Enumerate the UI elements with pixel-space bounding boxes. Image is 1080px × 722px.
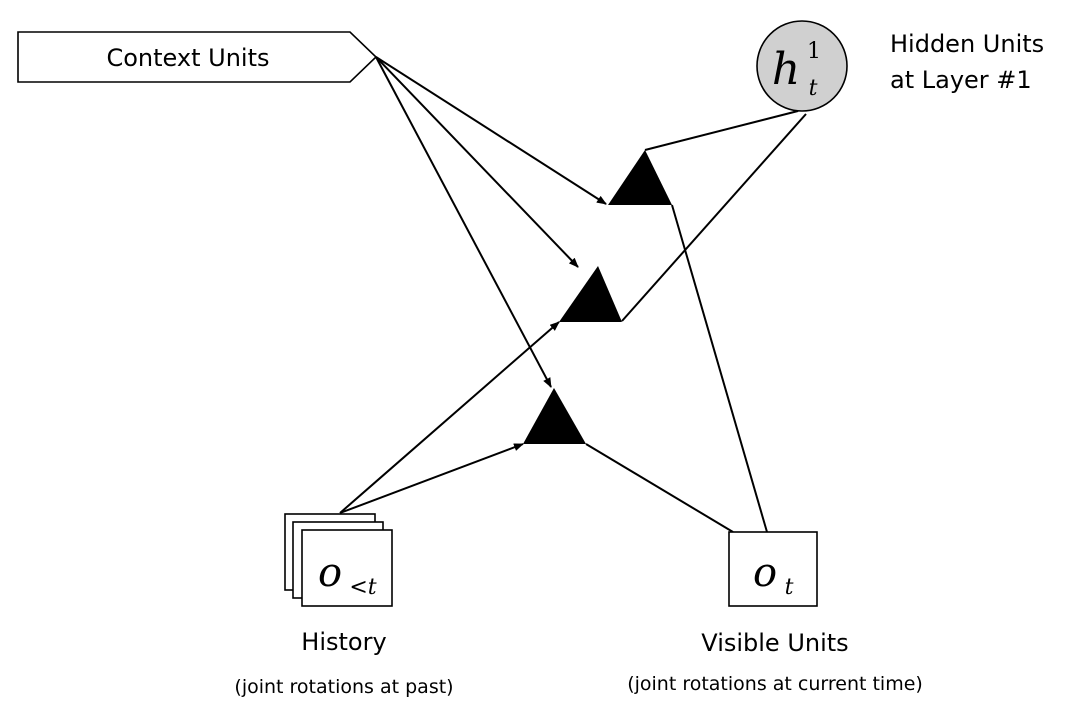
hidden-unit-node: h 1 t	[756, 20, 848, 112]
history-to-factor-middle-arrow	[339, 321, 560, 514]
hidden-units-label-line1: Hidden Units	[890, 30, 1044, 58]
history-node: o <t	[284, 513, 393, 607]
history-subscript: <t	[349, 575, 376, 600]
visible-unit-node: o t	[728, 531, 818, 607]
factor-middle-to-hidden-line	[621, 113, 807, 322]
visible-units-title: Visible Units	[701, 629, 848, 657]
factor-top-to-hidden-line	[644, 110, 799, 151]
visible-unit-box	[728, 531, 818, 607]
history-to-factor-bottom-arrow	[339, 443, 524, 514]
visible-units-caption: (joint rotations at current time)	[627, 673, 923, 695]
context-to-factor-top-arrow	[375, 56, 607, 205]
history-box-front	[301, 529, 393, 607]
context-units-label: Context Units	[106, 44, 269, 72]
context-to-factor-middle-arrow	[375, 56, 579, 268]
visible-unit-symbol: o	[753, 550, 777, 596]
factor-top-to-visible-line	[671, 204, 768, 533]
history-caption: (joint rotations at past)	[234, 676, 453, 698]
context-units-node: Context Units	[17, 31, 378, 83]
context-to-factor-bottom-arrow	[375, 56, 552, 388]
context-connections	[375, 56, 607, 388]
history-symbol: o	[318, 550, 342, 596]
history-connections	[339, 321, 560, 514]
history-title: History	[301, 628, 386, 656]
hidden-unit-symbol: h	[772, 44, 800, 95]
hidden-unit-subscript: t	[809, 76, 818, 101]
factor-triangle-bottom	[523, 388, 586, 444]
hidden-unit-superscript: 1	[807, 39, 821, 64]
factor-connections	[585, 110, 807, 533]
factor-triangle-top	[608, 150, 672, 205]
factor-triangle-middle	[559, 266, 622, 322]
factor-bottom-to-visible-line	[585, 443, 734, 533]
hidden-units-label-line2: at Layer #1	[890, 66, 1032, 94]
visible-unit-subscript: t	[785, 575, 794, 600]
hidden-unit-circle	[756, 20, 848, 112]
